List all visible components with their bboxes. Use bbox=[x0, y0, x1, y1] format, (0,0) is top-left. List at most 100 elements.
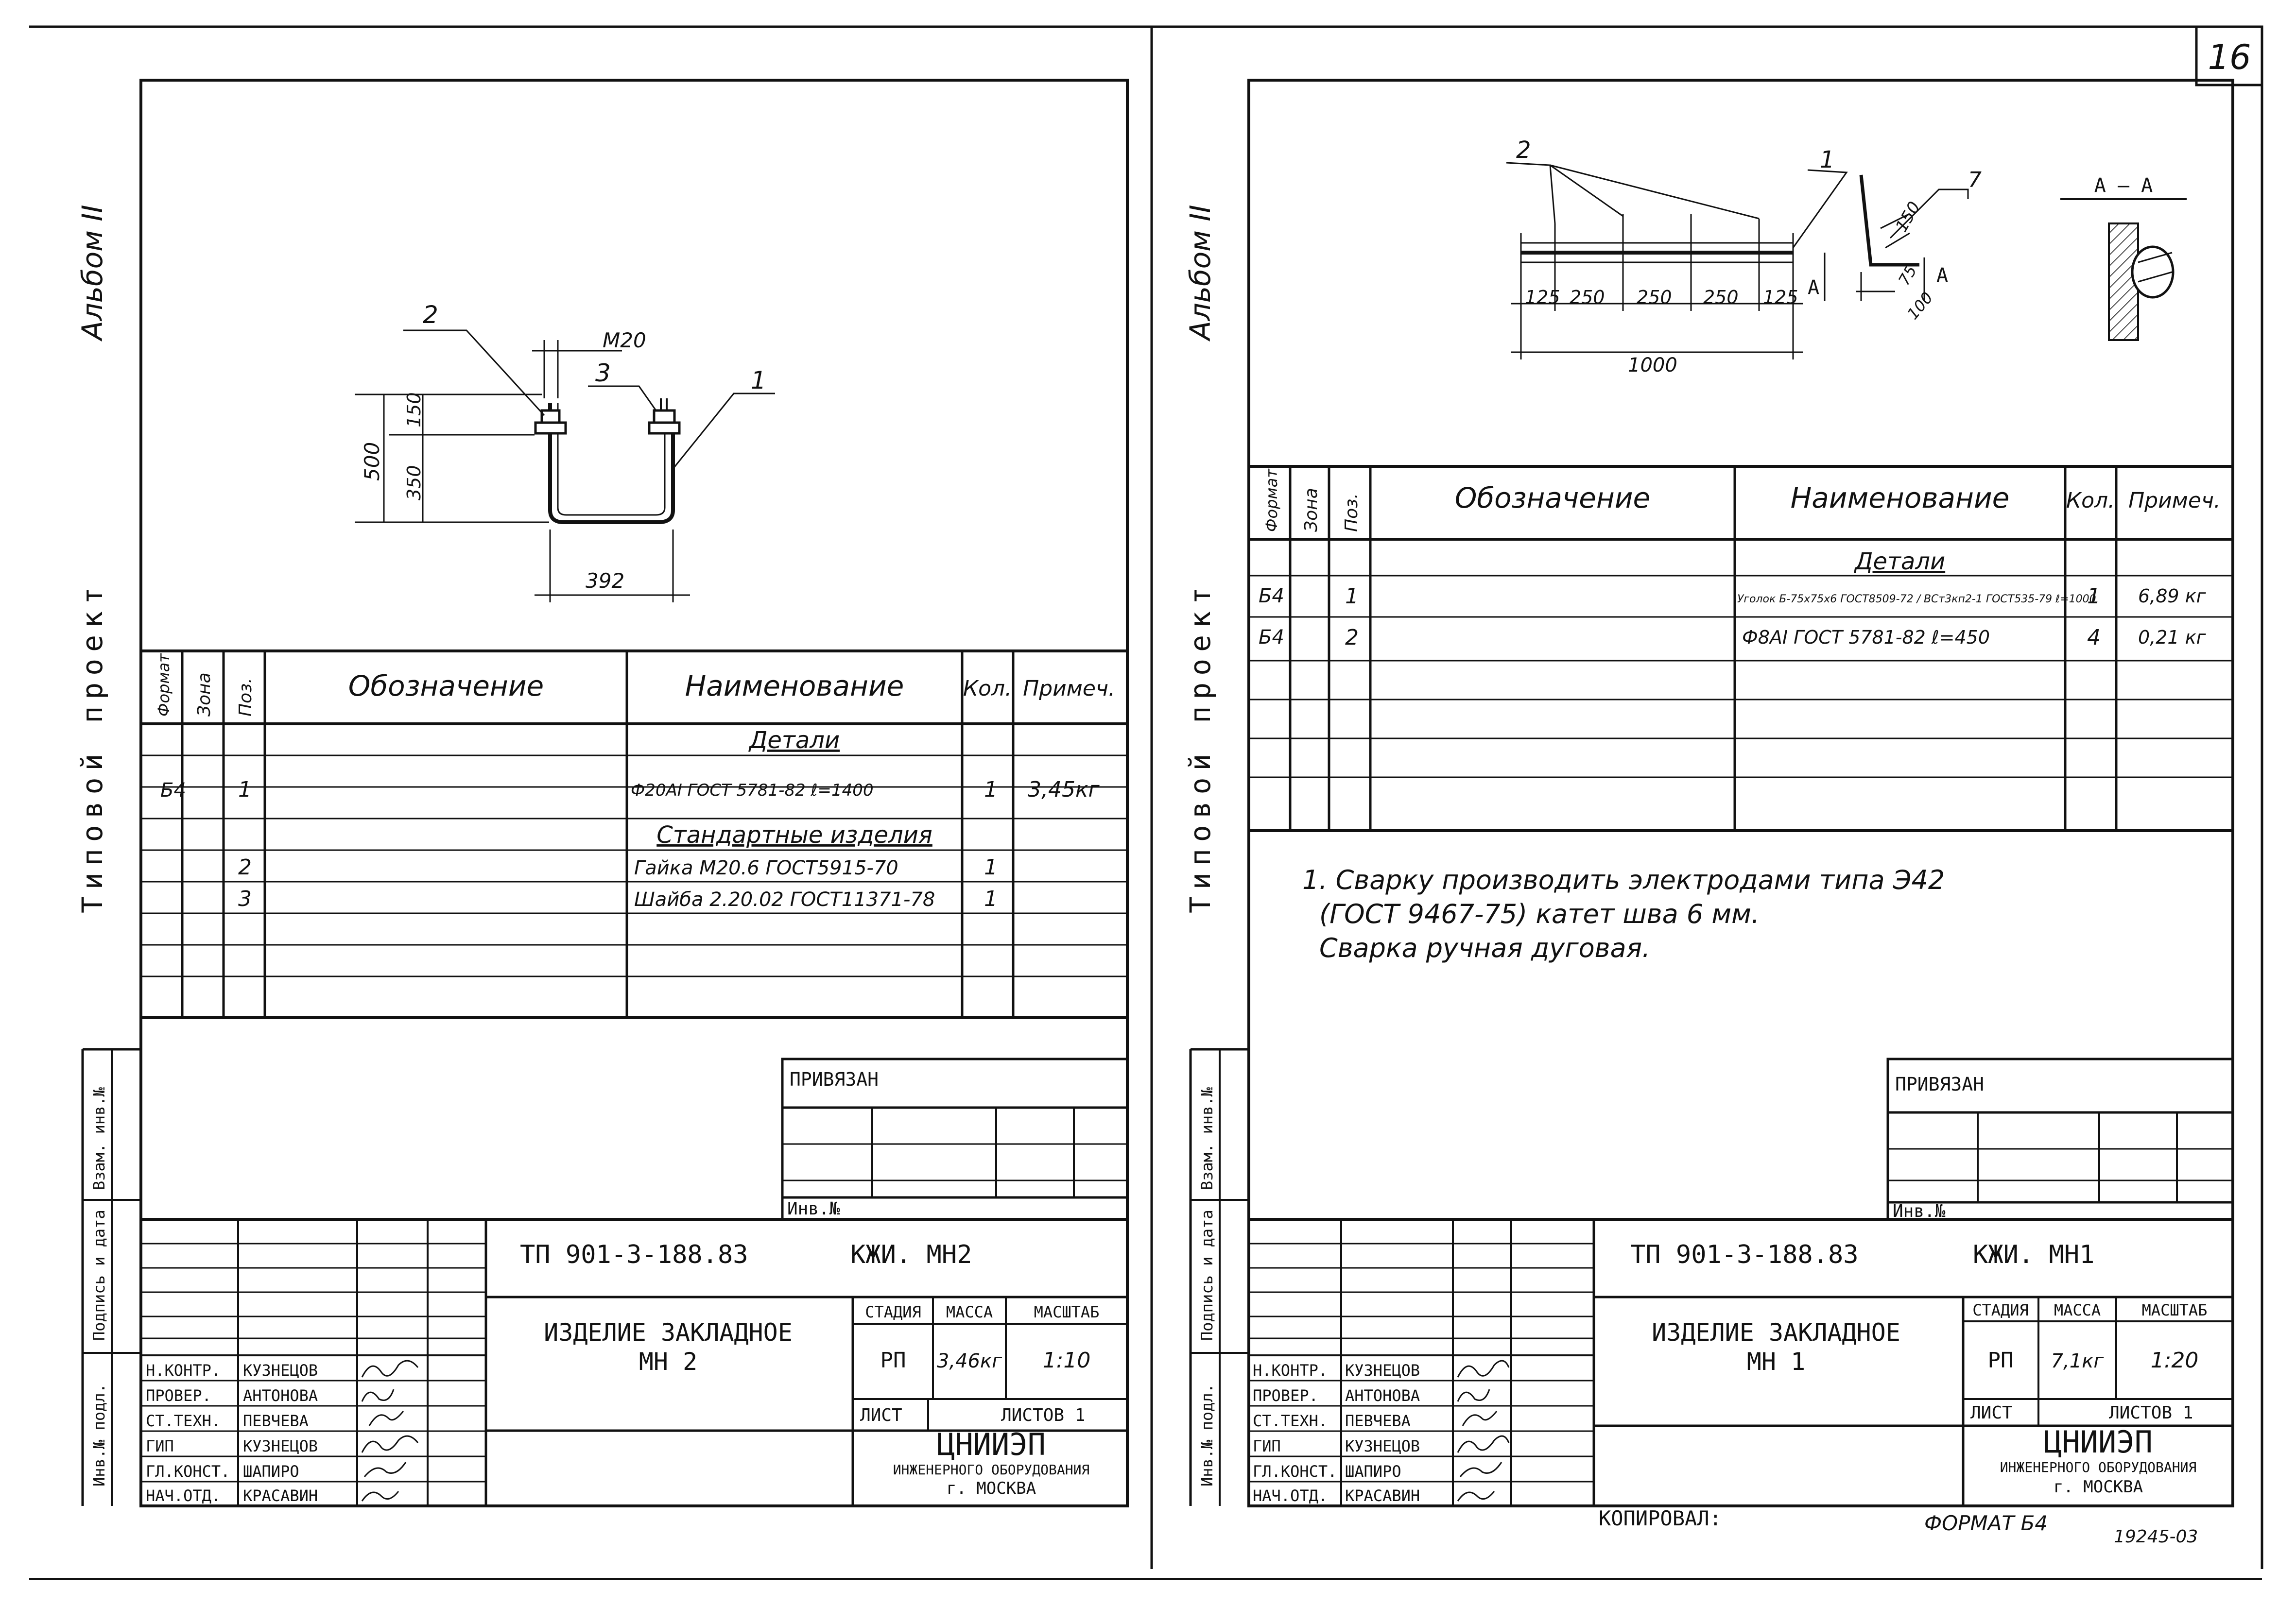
svg-text:100: 100 bbox=[1903, 289, 1936, 323]
svg-text:Детали: Детали bbox=[748, 727, 840, 754]
svg-text:3: 3 bbox=[238, 887, 252, 911]
svg-text:ПРИВЯЗАН: ПРИВЯЗАН bbox=[790, 1069, 879, 1090]
note-line-2: (ГОСТ 9467-75) катет шва 6 мм. bbox=[1319, 899, 1760, 929]
svg-text:1: 1 bbox=[1345, 584, 1359, 609]
svg-text:А: А bbox=[1936, 264, 1948, 287]
svg-text:1: 1 bbox=[2087, 584, 2101, 609]
svg-text:392: 392 bbox=[586, 569, 624, 593]
svg-text:СТАДИЯ: СТАДИЯ bbox=[1972, 1301, 2029, 1319]
svg-text:1: 1 bbox=[984, 887, 998, 911]
svg-text:МН 2: МН 2 bbox=[639, 1348, 697, 1376]
left-spec-table: Формат Зона Поз. Обозначение Наименовани… bbox=[141, 649, 1127, 1019]
svg-text:Формат: Формат bbox=[1262, 468, 1281, 532]
left-album-label: Альбом II bbox=[76, 205, 109, 342]
svg-text:г. МОСКВА: г. МОСКВА bbox=[2054, 1477, 2143, 1497]
signature bbox=[1462, 1411, 1498, 1426]
signature bbox=[1459, 1462, 1502, 1477]
svg-text:0,21 кг: 0,21 кг bbox=[2138, 627, 2207, 648]
svg-text:СТ.ТЕХН.: СТ.ТЕХН. bbox=[146, 1412, 221, 1430]
svg-text:МАСШТАБ: МАСШТАБ bbox=[2142, 1301, 2208, 1319]
welding-notes: 1. Сварку производить электродами типа Э… bbox=[1302, 865, 1945, 963]
svg-text:ГИП: ГИП bbox=[146, 1437, 174, 1455]
right-privyazan-block: ПРИВЯЗАН Инв.№ bbox=[1886, 1058, 2234, 1221]
svg-text:ЦНИИЭП: ЦНИИЭП bbox=[937, 1427, 1046, 1462]
svg-text:ИЗДЕЛИЕ ЗАКЛАДНОЕ: ИЗДЕЛИЕ ЗАКЛАДНОЕ bbox=[1652, 1318, 1900, 1347]
svg-text:Наименование: Наименование bbox=[685, 669, 904, 702]
left-stamp-vzam: Взам. инв.№ bbox=[90, 1087, 108, 1190]
svg-text:Поз.: Поз. bbox=[1342, 493, 1362, 532]
svg-text:ЛИСТ: ЛИСТ bbox=[860, 1405, 902, 1425]
svg-text:Гайка М20.6 ГОСТ5915-70: Гайка М20.6 ГОСТ5915-70 bbox=[634, 857, 898, 879]
svg-text:Кол.: Кол. bbox=[2066, 488, 2115, 513]
signature bbox=[363, 1462, 407, 1477]
svg-text:Н.КОНТР.: Н.КОНТР. bbox=[146, 1361, 221, 1380]
svg-text:1:20: 1:20 bbox=[2151, 1348, 2199, 1373]
svg-text:Зона: Зона bbox=[194, 672, 214, 717]
signature bbox=[1457, 1435, 1510, 1453]
note-line-3: Сварка ручная дуговая. bbox=[1319, 933, 1650, 963]
svg-text:Наименование: Наименование bbox=[1791, 481, 2010, 514]
right-spec-table: Формат Зона Поз. Обозначение Наименовани… bbox=[1249, 465, 2233, 832]
svg-text:ИЗДЕЛИЕ ЗАКЛАДНОЕ: ИЗДЕЛИЕ ЗАКЛАДНОЕ bbox=[544, 1318, 793, 1347]
svg-text:РП: РП bbox=[880, 1348, 906, 1373]
svg-text:МАССА: МАССА bbox=[2054, 1301, 2101, 1319]
svg-text:Примеч.: Примеч. bbox=[1023, 676, 1115, 701]
svg-text:КУЗНЕЦОВ: КУЗНЕЦОВ bbox=[243, 1361, 318, 1380]
copied-by-label: КОПИРОВАЛ: bbox=[1599, 1506, 1722, 1530]
svg-text:МАССА: МАССА bbox=[946, 1303, 993, 1321]
svg-text:М20: М20 bbox=[603, 328, 646, 352]
svg-text:НАЧ.ОТД.: НАЧ.ОТД. bbox=[1253, 1486, 1328, 1505]
svg-text:МАСШТАБ: МАСШТАБ bbox=[1034, 1303, 1100, 1321]
left-stamp-sign: Подпись и дата bbox=[90, 1210, 108, 1341]
sheet-number: 16 bbox=[2208, 37, 2251, 77]
svg-text:ГИП: ГИП bbox=[1253, 1437, 1281, 1455]
svg-text:КУЗНЕЦОВ: КУЗНЕЦОВ bbox=[1345, 1437, 1420, 1455]
svg-text:ГЛ.КОНСТ.: ГЛ.КОНСТ. bbox=[146, 1462, 230, 1481]
svg-text:ТП 901-3-188.83: ТП 901-3-188.83 bbox=[520, 1240, 748, 1269]
svg-text:Шайба 2.20.02 ГОСТ11371-78: Шайба 2.20.02 ГОСТ11371-78 bbox=[634, 888, 935, 911]
svg-text:150: 150 bbox=[403, 392, 425, 427]
signature bbox=[1457, 1491, 1495, 1502]
left-title-block: Н.КОНТР. КУЗНЕЦОВ ПРОВЕР. АНТОНОВА СТ.ТЕ… bbox=[141, 1218, 1127, 1506]
svg-text:3,45кг: 3,45кг bbox=[1028, 777, 1100, 802]
svg-text:КРАСАВИН: КРАСАВИН bbox=[243, 1486, 318, 1505]
svg-text:НАЧ.ОТД.: НАЧ.ОТД. bbox=[146, 1486, 221, 1505]
svg-text:Ф8АI ГОСТ 5781-82 ℓ=450: Ф8АI ГОСТ 5781-82 ℓ=450 bbox=[1742, 627, 1990, 648]
svg-text:Стандартные изделия: Стандартные изделия bbox=[656, 821, 932, 849]
svg-text:СТ.ТЕХН.: СТ.ТЕХН. bbox=[1253, 1412, 1328, 1430]
svg-text:1000: 1000 bbox=[1628, 354, 1677, 376]
svg-text:ШАПИРО: ШАПИРО bbox=[1345, 1462, 1401, 1481]
svg-text:КЖИ. МН2: КЖИ. МН2 bbox=[850, 1240, 972, 1269]
left-frame bbox=[139, 79, 1129, 1507]
svg-text:ТП 901-3-188.83: ТП 901-3-188.83 bbox=[1630, 1240, 1859, 1269]
svg-text:Ф20АI ГОСТ 5781-82 ℓ=1400: Ф20АI ГОСТ 5781-82 ℓ=1400 bbox=[631, 781, 874, 800]
svg-text:Инв.№: Инв.№ bbox=[787, 1199, 840, 1219]
svg-text:350: 350 bbox=[403, 465, 425, 500]
right-project-label: Типовой проект bbox=[1184, 581, 1217, 913]
right-album-label: Альбом II bbox=[1184, 205, 1217, 342]
svg-text:250: 250 bbox=[1570, 287, 1605, 308]
signature bbox=[361, 1360, 419, 1378]
svg-text:3: 3 bbox=[595, 359, 611, 387]
svg-text:7: 7 bbox=[1968, 168, 1982, 192]
svg-text:250: 250 bbox=[1637, 287, 1672, 308]
svg-text:Н.КОНТР.: Н.КОНТР. bbox=[1253, 1361, 1328, 1380]
svg-text:Поз.: Поз. bbox=[236, 678, 256, 717]
svg-text:1: 1 bbox=[238, 777, 252, 802]
right-stamp-inv: Инв.№ подл. bbox=[1198, 1384, 1216, 1486]
svg-text:150: 150 bbox=[1892, 198, 1924, 235]
svg-text:г. МОСКВА: г. МОСКВА bbox=[947, 1479, 1036, 1498]
svg-text:КУЗНЕЦОВ: КУЗНЕЦОВ bbox=[1345, 1361, 1420, 1380]
left-project-label: Типовой проект bbox=[76, 581, 109, 913]
svg-text:МН 1: МН 1 bbox=[1747, 1348, 1805, 1376]
svg-text:500: 500 bbox=[360, 442, 384, 481]
signature bbox=[1457, 1389, 1490, 1402]
svg-text:2: 2 bbox=[1345, 625, 1359, 650]
left-stamp-inv: Инв.№ подл. bbox=[90, 1384, 108, 1486]
svg-text:Б4: Б4 bbox=[1259, 626, 1284, 649]
svg-text:4: 4 bbox=[2087, 625, 2101, 650]
svg-text:7,1кг: 7,1кг bbox=[2051, 1350, 2105, 1372]
svg-text:1: 1 bbox=[1820, 146, 1835, 173]
svg-text:АНТОНОВА: АНТОНОВА bbox=[243, 1386, 318, 1405]
